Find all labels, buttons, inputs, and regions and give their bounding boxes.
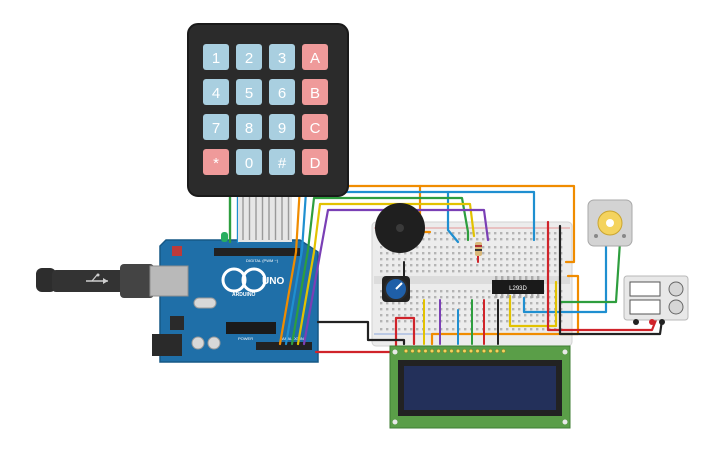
keypad-key-label: * (213, 155, 219, 172)
wire-supply-red (546, 220, 658, 332)
keypad-key-label: 0 (245, 155, 253, 172)
keypad-key-label: 5 (245, 85, 253, 102)
power-led (221, 232, 228, 242)
keypad-key-label: D (310, 155, 321, 172)
keypad-key-1[interactable]: 1 (203, 44, 229, 70)
keypad-4x4: 1 2 3 A 4 5 6 B 7 8 9 C * 0 # D (187, 23, 349, 197)
keypad-key-label: 3 (278, 50, 286, 67)
board-brand-label: ARDUINO (232, 292, 255, 298)
usb-symbol-icon (86, 273, 108, 284)
wire-yellow-1 (296, 202, 476, 346)
power-header-label: POWER (238, 336, 253, 341)
wire-blue-2 (446, 190, 536, 242)
power-supply (623, 275, 689, 325)
motor-driver-chip: L293D (492, 276, 544, 298)
atmega-chip (226, 322, 276, 334)
keypad-key-label: # (278, 155, 287, 172)
wire-green-1 (290, 196, 470, 346)
wire-motor-blue (522, 234, 608, 314)
keypad-key-label: 4 (212, 85, 220, 102)
keypad-ribbon (238, 194, 292, 242)
supply-knob-icon-2[interactable] (668, 299, 684, 315)
keypad-key-label: 9 (278, 120, 286, 137)
keypad-key-2[interactable]: 2 (236, 44, 262, 70)
supply-knob-icon[interactable] (668, 281, 684, 297)
piezo-buzzer (375, 203, 425, 253)
digital-header (214, 248, 300, 256)
keypad-key-6[interactable]: 6 (269, 79, 295, 105)
wires (228, 184, 664, 354)
arduino-uno-board: UNO ARDUINO DIGITAL (PWM ~) POWER ANALOG… (149, 232, 319, 363)
resistor (475, 242, 482, 256)
keypad-key-hash[interactable]: # (269, 149, 295, 175)
arduino-logo-icon (221, 267, 247, 293)
keypad-key-label: 1 (212, 50, 220, 67)
keypad-key-b[interactable]: B (302, 79, 328, 105)
keypad-key-0[interactable]: 0 (236, 149, 262, 175)
keypad-key-d[interactable]: D (302, 149, 328, 175)
keypad-key-3[interactable]: 3 (269, 44, 295, 70)
wire-orange-2 (418, 184, 576, 264)
keypad-key-label: C (310, 120, 321, 137)
wire-blue-1 (284, 190, 460, 346)
motor-driver-label: L293D (509, 286, 527, 292)
keypad-key-5[interactable]: 5 (236, 79, 262, 105)
keypad-key-label: B (310, 85, 320, 102)
keypad-key-8[interactable]: 8 (236, 114, 262, 140)
keypad-key-label: 2 (245, 50, 253, 67)
keypad-key-label: 7 (212, 120, 220, 137)
wire-motor-green (558, 240, 622, 304)
keypad-key-a[interactable]: A (302, 44, 328, 70)
analog-header (256, 342, 312, 350)
wire-purple-1 (302, 208, 490, 346)
reset-button[interactable] (172, 246, 182, 256)
potentiometer-knob-icon (395, 282, 403, 290)
keypad-key-c[interactable]: C (302, 114, 328, 140)
dc-motor (587, 199, 633, 247)
keypad-key-9[interactable]: 9 (269, 114, 295, 140)
wire-5v-red (314, 316, 416, 354)
wire-yellow-2 (508, 280, 558, 328)
keypad-key-star[interactable]: * (203, 149, 229, 175)
board-model-label: UNO (262, 276, 284, 287)
keypad-key-7[interactable]: 7 (203, 114, 229, 140)
potentiometer[interactable] (382, 276, 410, 302)
wire-supply-black (558, 224, 664, 336)
keypad-key-label: A (310, 50, 320, 67)
lcd-16x2 (389, 345, 571, 429)
keypad-key-4[interactable]: 4 (203, 79, 229, 105)
digital-header-label: DIGITAL (PWM ~) (246, 258, 279, 263)
keypad-key-label: 6 (278, 85, 286, 102)
keypad-key-label: 8 (245, 120, 253, 137)
wire-gnd-black (316, 320, 406, 346)
